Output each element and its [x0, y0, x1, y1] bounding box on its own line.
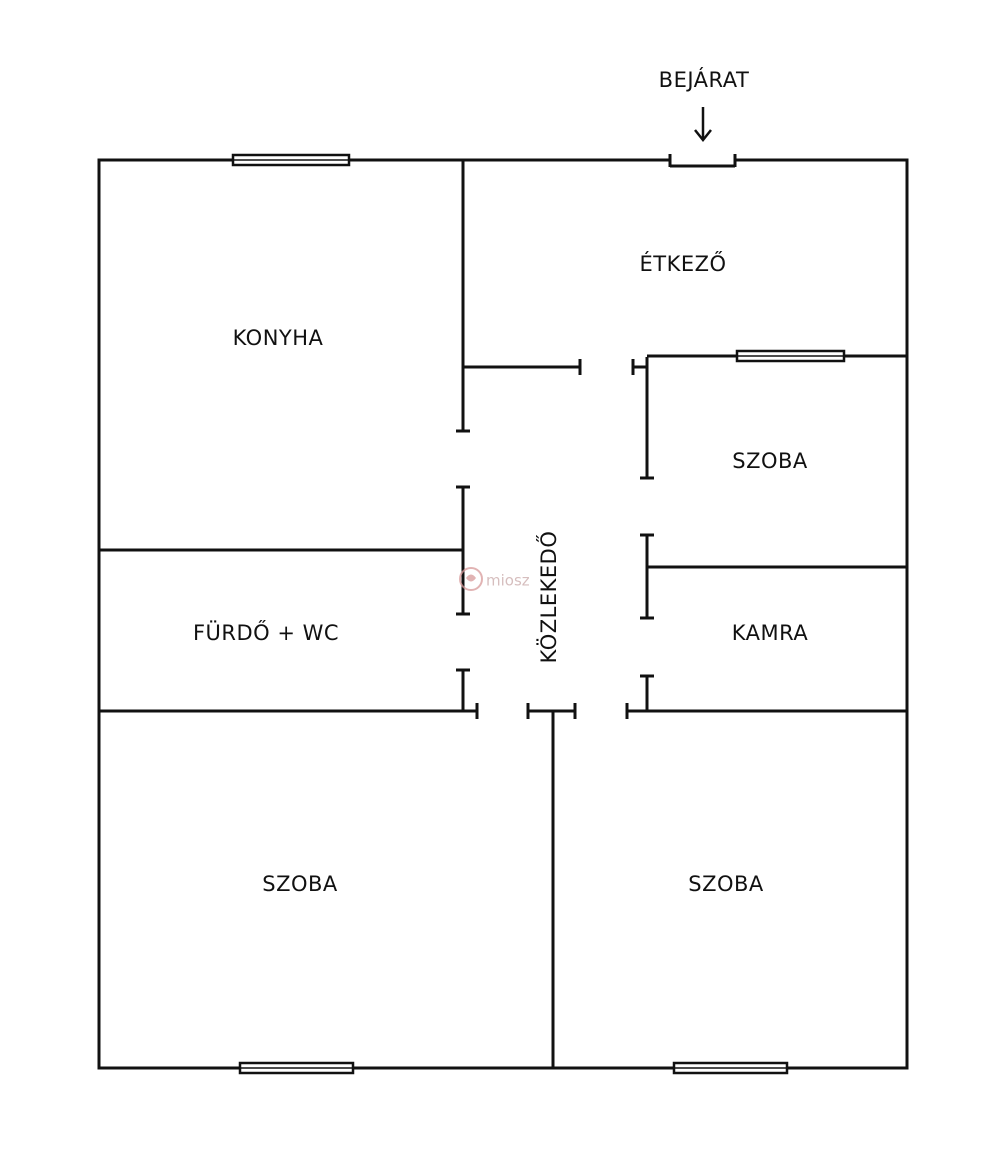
entrance-label: BEJÁRAT: [659, 67, 750, 92]
interior-walls: [99, 160, 907, 1068]
room-label-konyha: KONYHA: [233, 326, 324, 350]
room-label-szoba-bottom-right: SZOBA: [688, 872, 764, 896]
window-szoba-bottom-right: [672, 1061, 789, 1075]
miosz-logo-icon: [459, 567, 483, 591]
watermark: miosz: [459, 567, 530, 591]
down-arrow-icon: [694, 107, 712, 143]
room-label-szoba-bottom-left: SZOBA: [262, 872, 338, 896]
window-szoba-bottom-left: [238, 1061, 355, 1075]
room-label-kamra: KAMRA: [732, 621, 809, 645]
entrance-door: [668, 154, 737, 168]
room-label-etkezo: ÉTKEZŐ: [639, 251, 726, 276]
room-label-szoba-upper: SZOBA: [732, 449, 808, 473]
outer-walls: [97, 158, 909, 1070]
window-szoba-upper: [735, 349, 846, 363]
room-label-kozlekedo: KÖZLEKEDŐ: [536, 531, 561, 664]
window-kitchen: [231, 153, 351, 167]
room-label-furdo: FÜRDŐ + WC: [193, 620, 339, 645]
windows: [231, 153, 846, 1075]
watermark-text: miosz: [486, 572, 530, 590]
